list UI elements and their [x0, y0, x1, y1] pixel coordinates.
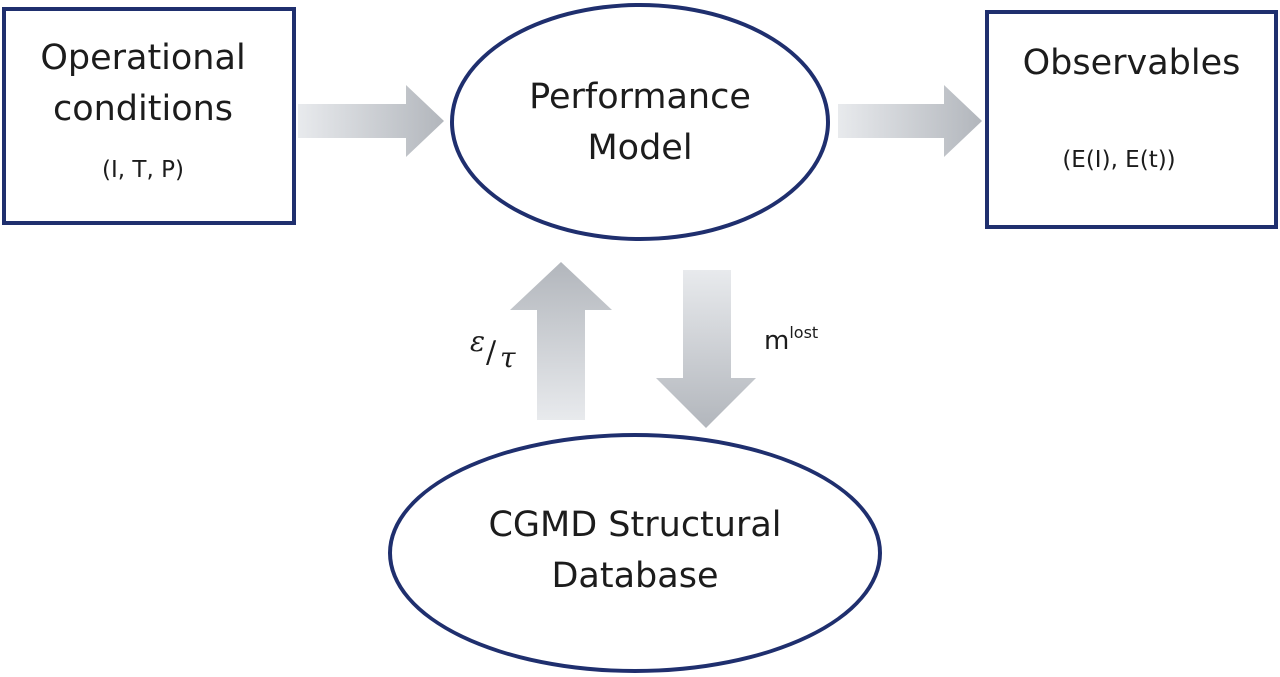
cgmd-structural-database-node [388, 433, 882, 673]
performance-model-title-line2: Model [587, 128, 693, 168]
cgmd-structural-database-title-line2: Database [551, 556, 719, 596]
operational-conditions-box [2, 7, 296, 225]
tau-symbol: τ [500, 341, 516, 374]
observables-title: Observables [1022, 43, 1241, 83]
arrow-model-to-database [656, 270, 756, 428]
operational-conditions-title-line2: conditions [52, 89, 234, 129]
m-lost-superscript: lost [789, 323, 819, 342]
epsilon-over-tau-label: ε / τ [470, 325, 530, 375]
performance-model-title-line1: Performance [529, 77, 751, 117]
operational-conditions-variables: (I, T, P) [102, 157, 184, 183]
m-lost-label: mlost [764, 318, 818, 356]
arrow-database-to-model [510, 262, 612, 420]
fraction-slash: / [486, 335, 497, 370]
m-lost-base: m [764, 326, 790, 356]
performance-model-node [450, 3, 830, 241]
observables-variables: (E(I), E(t)) [1062, 147, 1176, 173]
arrow-conditions-to-model [298, 85, 444, 157]
observables-box [985, 10, 1278, 229]
epsilon-symbol: ε [470, 325, 486, 358]
operational-conditions-title-line1: Operational [40, 38, 246, 78]
arrow-model-to-observables [838, 85, 982, 157]
cgmd-structural-database-title-line1: CGMD Structural [488, 505, 782, 545]
